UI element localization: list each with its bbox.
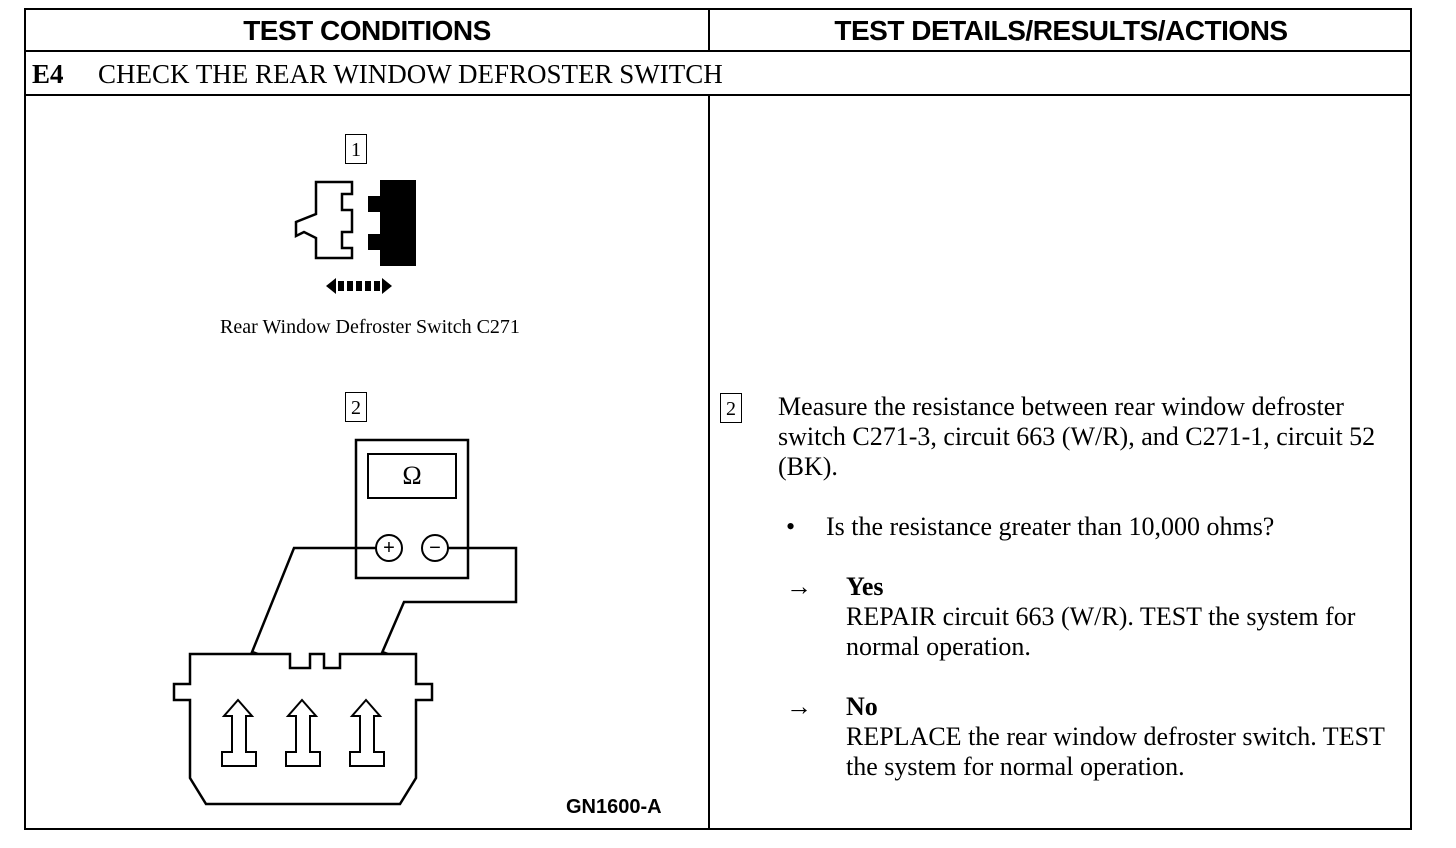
- column-divider: [708, 94, 710, 830]
- figure1-caption: Rear Window Defroster Switch C271: [220, 316, 520, 338]
- yes-action: REPAIR circuit 663 (W/R). TEST the syste…: [846, 602, 1356, 661]
- question-text: Is the resistance greater than 10,000 oh…: [826, 512, 1275, 541]
- ohm-symbol: Ω: [402, 461, 422, 490]
- header-test-details: TEST DETAILS/RESULTS/ACTIONS: [834, 15, 1288, 46]
- bullet-icon: •: [786, 512, 796, 541]
- header-test-conditions: TEST CONDITIONS: [243, 15, 491, 46]
- plus-label: +: [383, 537, 395, 559]
- connector-female-half-icon: [368, 180, 416, 266]
- terminal-2-icon: [285, 698, 321, 767]
- figure2-number-box: 2: [345, 392, 367, 422]
- positive-test-lead-icon: [242, 546, 376, 673]
- yes-arrow-icon: →: [786, 572, 812, 601]
- minus-label: −: [429, 537, 441, 559]
- connector-male-half-icon: [294, 180, 354, 260]
- no-label: No: [846, 692, 878, 721]
- figure-code: GN1600-A: [566, 796, 662, 818]
- no-arrow-icon: →: [786, 692, 812, 721]
- disconnect-arrow-icon: [326, 278, 392, 294]
- instruction-text: Measure the resistance between rear wind…: [778, 392, 1376, 481]
- ohmmeter-display-icon: [367, 453, 457, 499]
- step-title-row: E4 CHECK THE REAR WINDOW DEFROSTER SWITCH: [32, 54, 723, 94]
- step-title: CHECK THE REAR WINDOW DEFROSTER SWITCH: [98, 59, 723, 89]
- figure1-number-box: 1: [345, 134, 367, 164]
- yes-label: Yes: [846, 572, 884, 601]
- header-divider: [26, 50, 1410, 52]
- step-divider: [26, 94, 1410, 96]
- no-action: REPLACE the rear window defroster switch…: [846, 722, 1385, 781]
- step-id: E4: [32, 59, 64, 89]
- header-column-divider: [708, 10, 710, 50]
- terminal-3-icon: [349, 698, 385, 767]
- test-table: TEST CONDITIONS TEST DETAILS/RESULTS/ACT…: [24, 8, 1412, 830]
- negative-test-lead-icon: [370, 546, 518, 677]
- step-number-box: 2: [720, 393, 742, 423]
- terminal-1-icon: [221, 698, 257, 767]
